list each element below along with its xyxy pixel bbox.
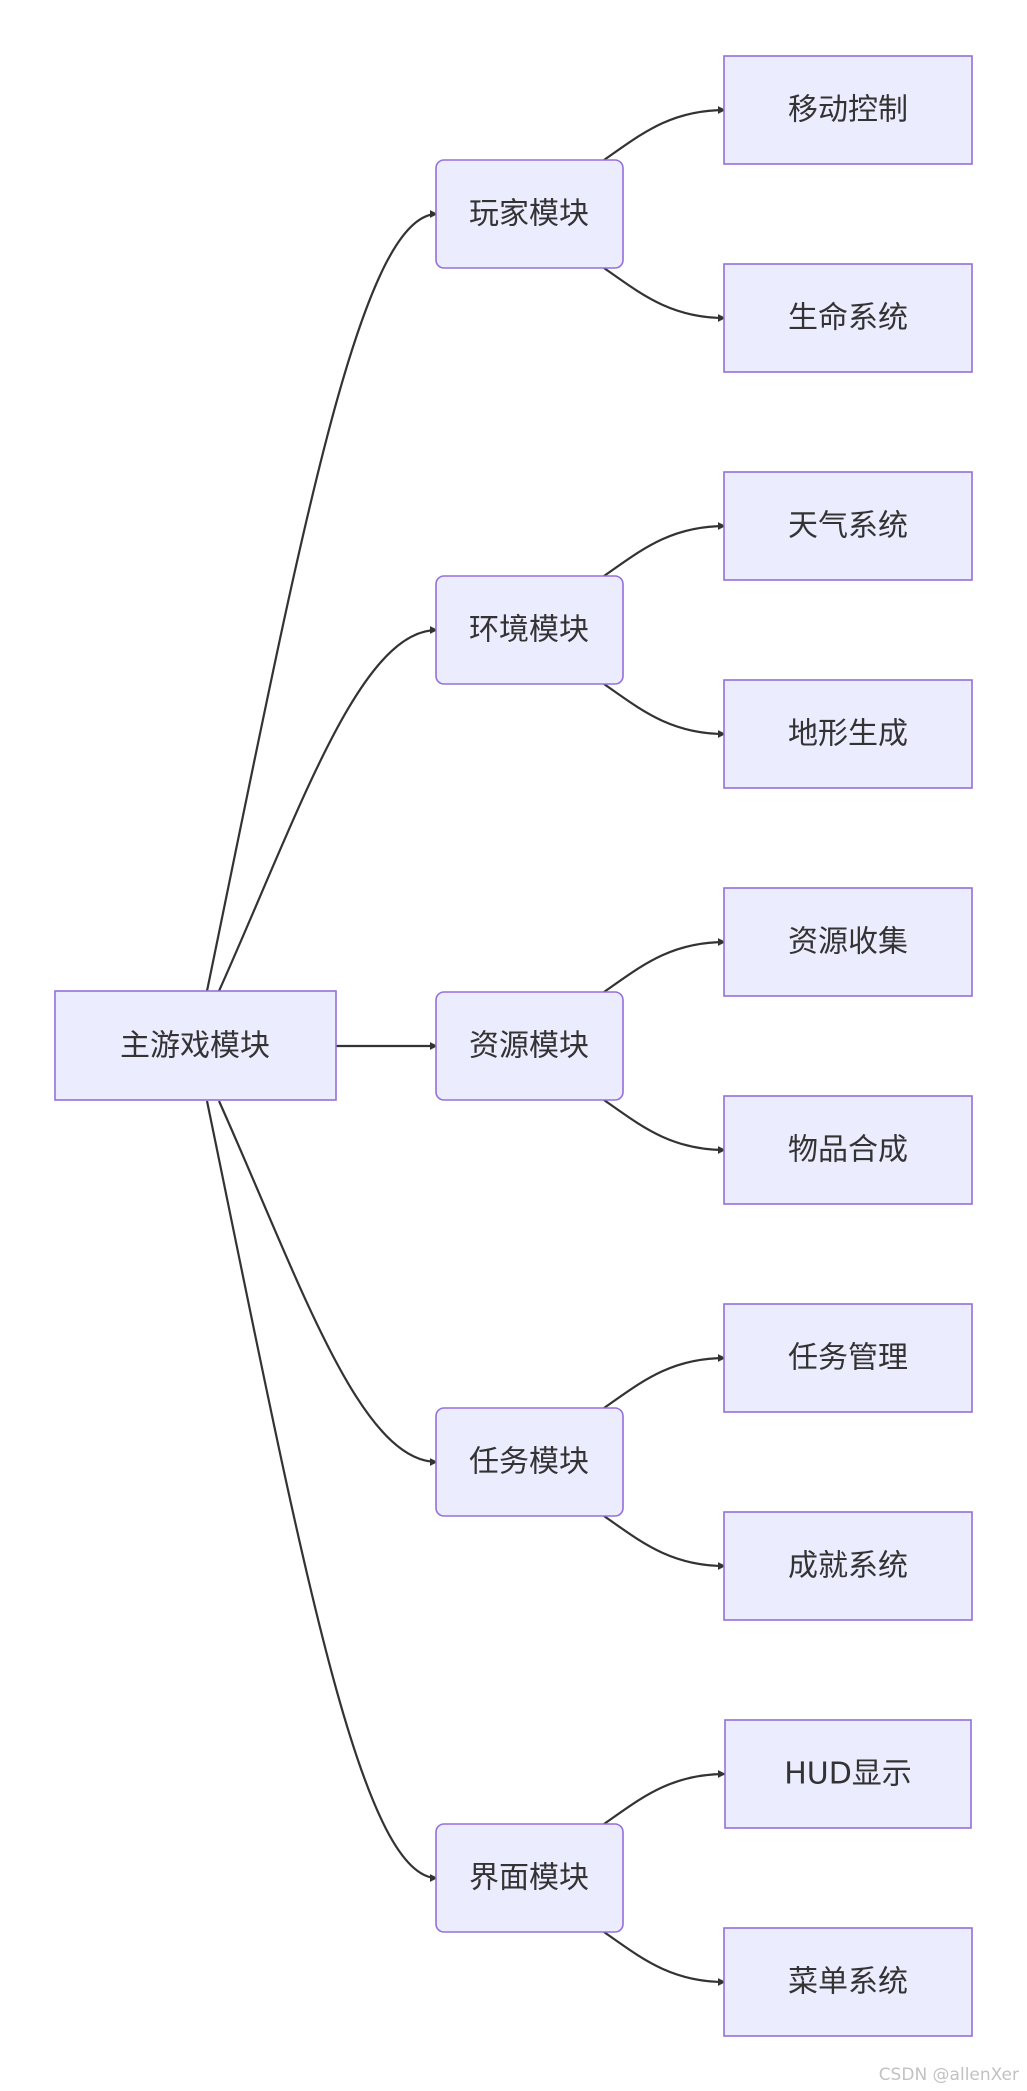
edge-env-weather <box>603 522 726 577</box>
edge-quest-achieve <box>603 1515 726 1570</box>
node-leaf-craft: 物品合成 <box>723 1095 973 1205</box>
node-leaf-menu: 菜单系统 <box>723 1927 973 2037</box>
edge-root-player <box>205 210 438 992</box>
node-leaf-taskmgr-label: 任务管理 <box>788 1341 908 1376</box>
node-module-player: 玩家模块 <box>435 159 624 269</box>
edge-root-env <box>217 626 438 992</box>
node-leaf-terrain: 地形生成 <box>723 679 973 789</box>
node-module-resource: 资源模块 <box>435 991 624 1101</box>
node-module-quest: 任务模块 <box>435 1407 624 1517</box>
node-leaf-collect-label: 资源收集 <box>788 925 908 960</box>
node-leaf-terrain-label: 地形生成 <box>788 717 908 752</box>
node-module-resource-label: 资源模块 <box>469 1029 589 1064</box>
node-leaf-hud-label: HUD显示 <box>784 1757 912 1792</box>
node-root-label: 主游戏模块 <box>120 1029 270 1064</box>
node-module-ui-label: 界面模块 <box>469 1861 589 1896</box>
node-module-env-label: 环境模块 <box>469 613 589 648</box>
edge-ui-hud <box>603 1770 726 1825</box>
node-module-env: 环境模块 <box>435 575 624 685</box>
watermark: CSDN @allenXer <box>878 2065 1019 2085</box>
edge-env-terrain <box>603 683 726 738</box>
node-leaf-life: 生命系统 <box>723 263 973 373</box>
node-leaf-hud: HUD显示 <box>724 1719 972 1829</box>
node-module-player-label: 玩家模块 <box>469 197 589 232</box>
node-leaf-weather: 天气系统 <box>723 471 973 581</box>
node-leaf-move: 移动控制 <box>723 55 973 165</box>
node-leaf-weather-label: 天气系统 <box>788 509 908 544</box>
edges-root <box>205 210 438 1882</box>
edge-root-ui <box>205 1100 438 1882</box>
node-leaf-taskmgr: 任务管理 <box>723 1303 973 1413</box>
edge-player-move <box>603 106 726 161</box>
edge-resource-collect <box>603 938 726 993</box>
edge-root-quest <box>217 1100 438 1466</box>
edge-player-life <box>603 267 726 322</box>
node-leaf-menu-label: 菜单系统 <box>788 1965 908 2000</box>
edge-quest-taskmgr <box>603 1354 726 1409</box>
edge-resource-craft <box>603 1099 726 1154</box>
node-leaf-craft-label: 物品合成 <box>788 1133 908 1168</box>
node-root: 主游戏模块 <box>54 990 337 1101</box>
edge-ui-menu <box>603 1931 726 1986</box>
node-leaf-achieve-label: 成就系统 <box>788 1549 908 1584</box>
node-module-quest-label: 任务模块 <box>469 1445 589 1480</box>
node-leaf-move-label: 移动控制 <box>788 93 908 128</box>
node-leaf-achieve: 成就系统 <box>723 1511 973 1621</box>
node-module-ui: 界面模块 <box>435 1823 624 1933</box>
edges-modules <box>603 106 726 1986</box>
node-leaf-collect: 资源收集 <box>723 887 973 997</box>
node-leaf-life-label: 生命系统 <box>788 301 908 336</box>
